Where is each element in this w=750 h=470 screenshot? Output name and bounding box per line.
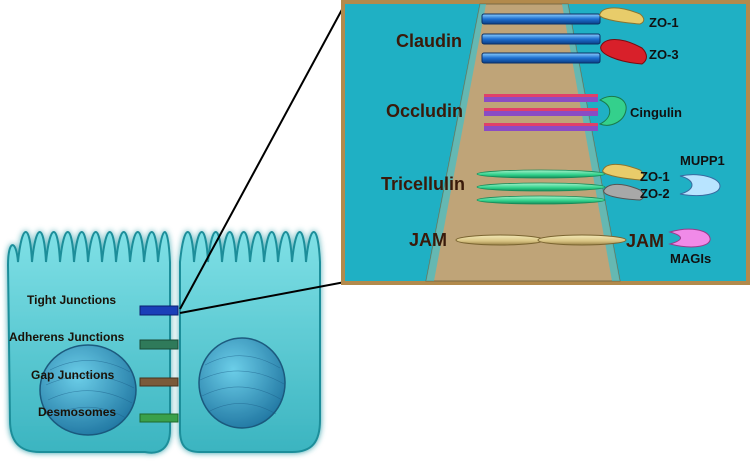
label-zo3: ZO-3 — [649, 47, 679, 62]
label-jam: JAM — [409, 230, 447, 250]
label-desmosomes: Desmosomes — [38, 405, 116, 419]
zoom-line-top — [179, 3, 346, 310]
label-jam-right: JAM — [626, 231, 664, 251]
cingulin-shape — [598, 95, 627, 126]
label-zo2: ZO-2 — [640, 186, 670, 201]
adherens-junction-block — [139, 339, 179, 350]
tricellulin-strands — [476, 169, 606, 205]
label-occludin: Occludin — [386, 101, 463, 121]
gap-junction-block — [139, 377, 179, 387]
zoom-line-bottom — [179, 281, 346, 314]
jam-molecule-left — [455, 234, 545, 246]
label-claudin: Claudin — [396, 31, 462, 51]
jam-molecule-right — [537, 234, 627, 246]
mupp1-shape — [679, 174, 721, 197]
desmosome-block — [139, 413, 179, 423]
zo3-drop — [600, 39, 647, 65]
claudin-strands — [481, 13, 601, 64]
label-adherens-junctions: Adherens Junctions — [9, 330, 125, 344]
label-tight-junctions: Tight Junctions — [27, 293, 116, 307]
occludin-strands — [484, 94, 598, 131]
nucleus-right — [198, 337, 286, 429]
nucleus-left — [39, 344, 137, 436]
zoom-panel: Claudin Occludin Tricellulin JAM ZO-1 ZO… — [341, 0, 750, 285]
zo1-drop — [599, 7, 645, 25]
label-magis: MAGIs — [670, 251, 711, 266]
label-mupp1: MUPP1 — [680, 153, 725, 168]
label-zo1-tricellulin: ZO-1 — [640, 169, 670, 184]
label-cingulin: Cingulin — [630, 105, 682, 120]
label-zo1: ZO-1 — [649, 15, 679, 30]
label-tricellulin: Tricellulin — [381, 174, 465, 194]
magis-shape — [668, 228, 711, 248]
zo2-drop — [603, 183, 645, 201]
zo1-drop-tricellulin — [602, 163, 645, 181]
tight-junction-block — [139, 305, 179, 316]
nucleus-texture — [45, 355, 285, 419]
epithelial-cells — [6, 231, 321, 454]
label-gap-junctions: Gap Junctions — [31, 368, 115, 382]
